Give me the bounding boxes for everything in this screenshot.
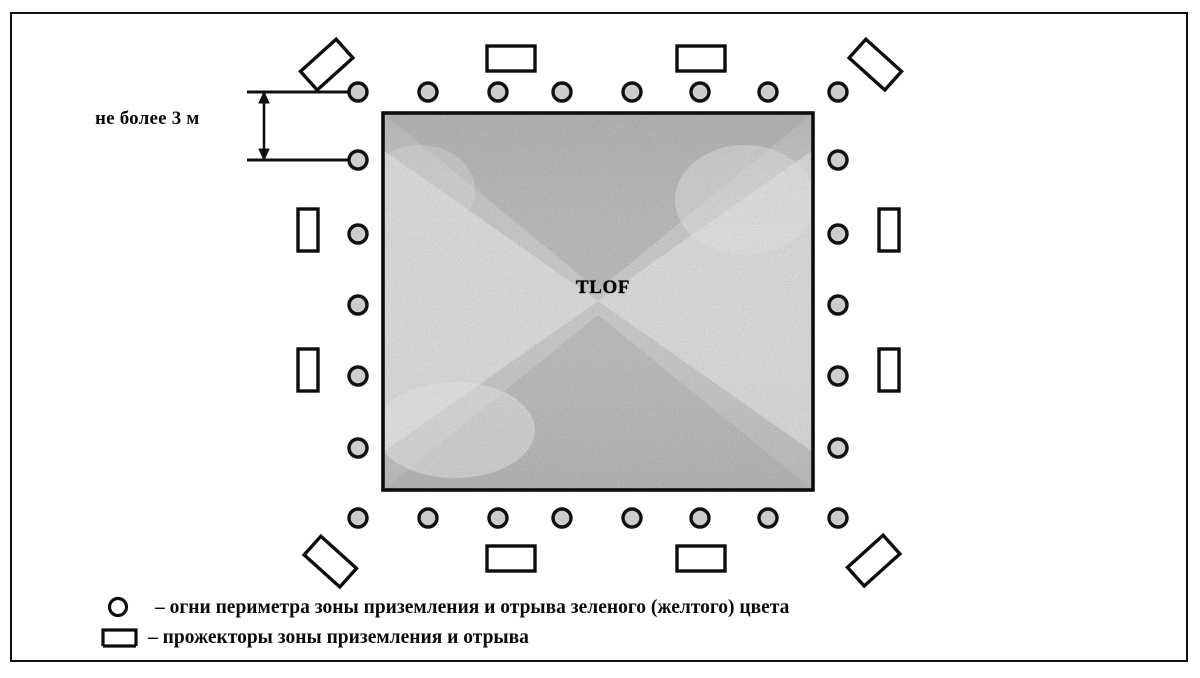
perimeter-light-icon [487, 507, 509, 529]
projector-icon [877, 207, 901, 253]
projector-icon [675, 44, 727, 73]
projector-icon [877, 347, 901, 393]
perimeter-light-icon [827, 81, 849, 103]
perimeter-light-icon [417, 81, 439, 103]
legend-item-perimeter-lights-label: – огни периметра зоны приземления и отры… [155, 597, 790, 618]
perimeter-light-icon [347, 365, 369, 387]
legend-item-projectors-label: – прожекторы зоны приземления и отрыва [148, 627, 529, 648]
page-border-frame [10, 12, 1188, 662]
perimeter-light-icon [347, 437, 369, 459]
perimeter-light-icon [827, 294, 849, 316]
projectors-group [296, 36, 904, 590]
legend-symbols [101, 596, 138, 648]
perimeter-light-icon [827, 149, 849, 171]
projector-icon [846, 36, 904, 93]
perimeter-light-icon [689, 81, 711, 103]
perimeter-light-icon [757, 507, 779, 529]
dimension-label: не более 3 м [95, 108, 200, 129]
perimeter-light-icon [347, 81, 369, 103]
perimeter-light-icon [621, 507, 643, 529]
projector-icon [845, 532, 903, 589]
perimeter-light-icon [621, 81, 643, 103]
perimeter-light-icon [347, 294, 369, 316]
perimeter-light-icon [827, 437, 849, 459]
perimeter-light-right-column [827, 149, 849, 459]
perimeter-light-icon [551, 81, 573, 103]
perimeter-light-icon [827, 223, 849, 245]
perimeter-light-icon [827, 365, 849, 387]
projector-icon [298, 36, 356, 93]
projector-icon [296, 207, 320, 253]
perimeter-light-icon [487, 81, 509, 103]
perimeter-light-icon [689, 507, 711, 529]
perimeter-light-icon [347, 223, 369, 245]
perimeter-light-icon [757, 81, 779, 103]
dimension-annotation [247, 90, 358, 162]
perimeter-light-icon [347, 507, 369, 529]
perimeter-light-top-row [347, 81, 849, 103]
perimeter-light-left-column [347, 149, 369, 459]
projector-icon [296, 347, 320, 393]
tlof-label: TLOF [575, 277, 631, 298]
tlof-pad [381, 111, 815, 492]
legend-projector-icon [101, 628, 138, 648]
legend-perimeter-light-icon [107, 596, 129, 618]
perimeter-light-icon [417, 507, 439, 529]
tlof-surface-texture [383, 113, 813, 490]
projector-icon [301, 533, 359, 590]
perimeter-light-icon [827, 507, 849, 529]
tlof-boundary [381, 111, 815, 492]
perimeter-light-bottom-row [347, 507, 849, 529]
perimeter-light-icon [347, 149, 369, 171]
perimeter-light-icon [551, 507, 573, 529]
projector-icon [485, 544, 537, 573]
projector-icon [485, 44, 537, 73]
projector-icon [675, 544, 727, 573]
